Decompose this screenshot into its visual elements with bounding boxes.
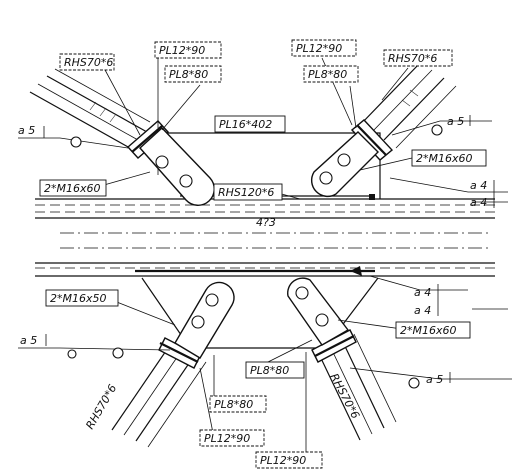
label-pl12-bottom-left: PL12*90 [204, 432, 250, 445]
bolt-hole [337, 153, 351, 167]
label-a5-bottom-left: a 5 [20, 334, 37, 347]
label-bolts-bottom-right: 2*M16x60 [400, 324, 457, 337]
bolt-hole [179, 174, 193, 188]
label-pl12-top-left: PL12*90 [159, 44, 205, 57]
bolt-hole [315, 313, 329, 327]
label-pl8-top-left: PL8*80 [169, 68, 208, 81]
label-pl8-top-right: PL8*80 [308, 68, 347, 81]
label-a4-right-4: a 4 [414, 304, 431, 317]
label-bolts-top-left: 2*M16x60 [44, 182, 101, 195]
bolt-hole [155, 155, 169, 169]
chord-bottom-flange [35, 262, 495, 277]
label-bolts-bottom-left: 2*M16x50 [50, 292, 107, 305]
label-rhs120: RHS120*6 [218, 186, 274, 199]
label-a4-right-3: a 4 [414, 286, 431, 299]
diagonal-top-right [310, 62, 457, 198]
label-pl8-bottom-right: PL8*80 [250, 364, 289, 377]
label-a5-bottom-right: a 5 [426, 373, 443, 386]
label-bolts-top-right: 2*M16x60 [416, 152, 473, 165]
bottom-gusset-plate [141, 266, 379, 349]
bolt-hole [319, 171, 333, 185]
bolt-hole [191, 315, 205, 329]
label-a4-right-2: a 4 [470, 196, 487, 209]
weld-markers [67, 124, 443, 389]
diagonal-top-left [29, 68, 215, 206]
label-a4-right-1: a 4 [470, 179, 487, 192]
diagonal-bottom-left [111, 281, 235, 448]
label-pl16: PL16*402 [219, 118, 272, 131]
diagonal-bottom-right [287, 277, 397, 441]
label-a5-top-right: a 5 [447, 115, 464, 128]
label-a5-top-left: a 5 [18, 124, 35, 137]
label-rhs70-top-left: RHS70*6 [64, 56, 113, 69]
label-pl8-bottom-left: PL8*80 [214, 398, 253, 411]
chord-centerlines [60, 232, 490, 249]
bolt-hole [295, 286, 309, 300]
label-rhs70-bottom-right: RHS70*6 [327, 371, 362, 421]
bolt-hole [205, 293, 219, 307]
label-chord-dimension: 4?3 [256, 216, 276, 229]
label-rhs70-top-right: RHS70*6 [388, 52, 437, 65]
label-pl12-bottom-right: PL12*90 [260, 454, 306, 467]
label-pl12-top-right: PL12*90 [296, 42, 342, 55]
label-rhs70-bottom-left: RHS70*6 [83, 382, 119, 431]
labels: RHS70*6 PL12*90 PL8*80 PL12*90 PL8*80 RH… [18, 39, 495, 469]
